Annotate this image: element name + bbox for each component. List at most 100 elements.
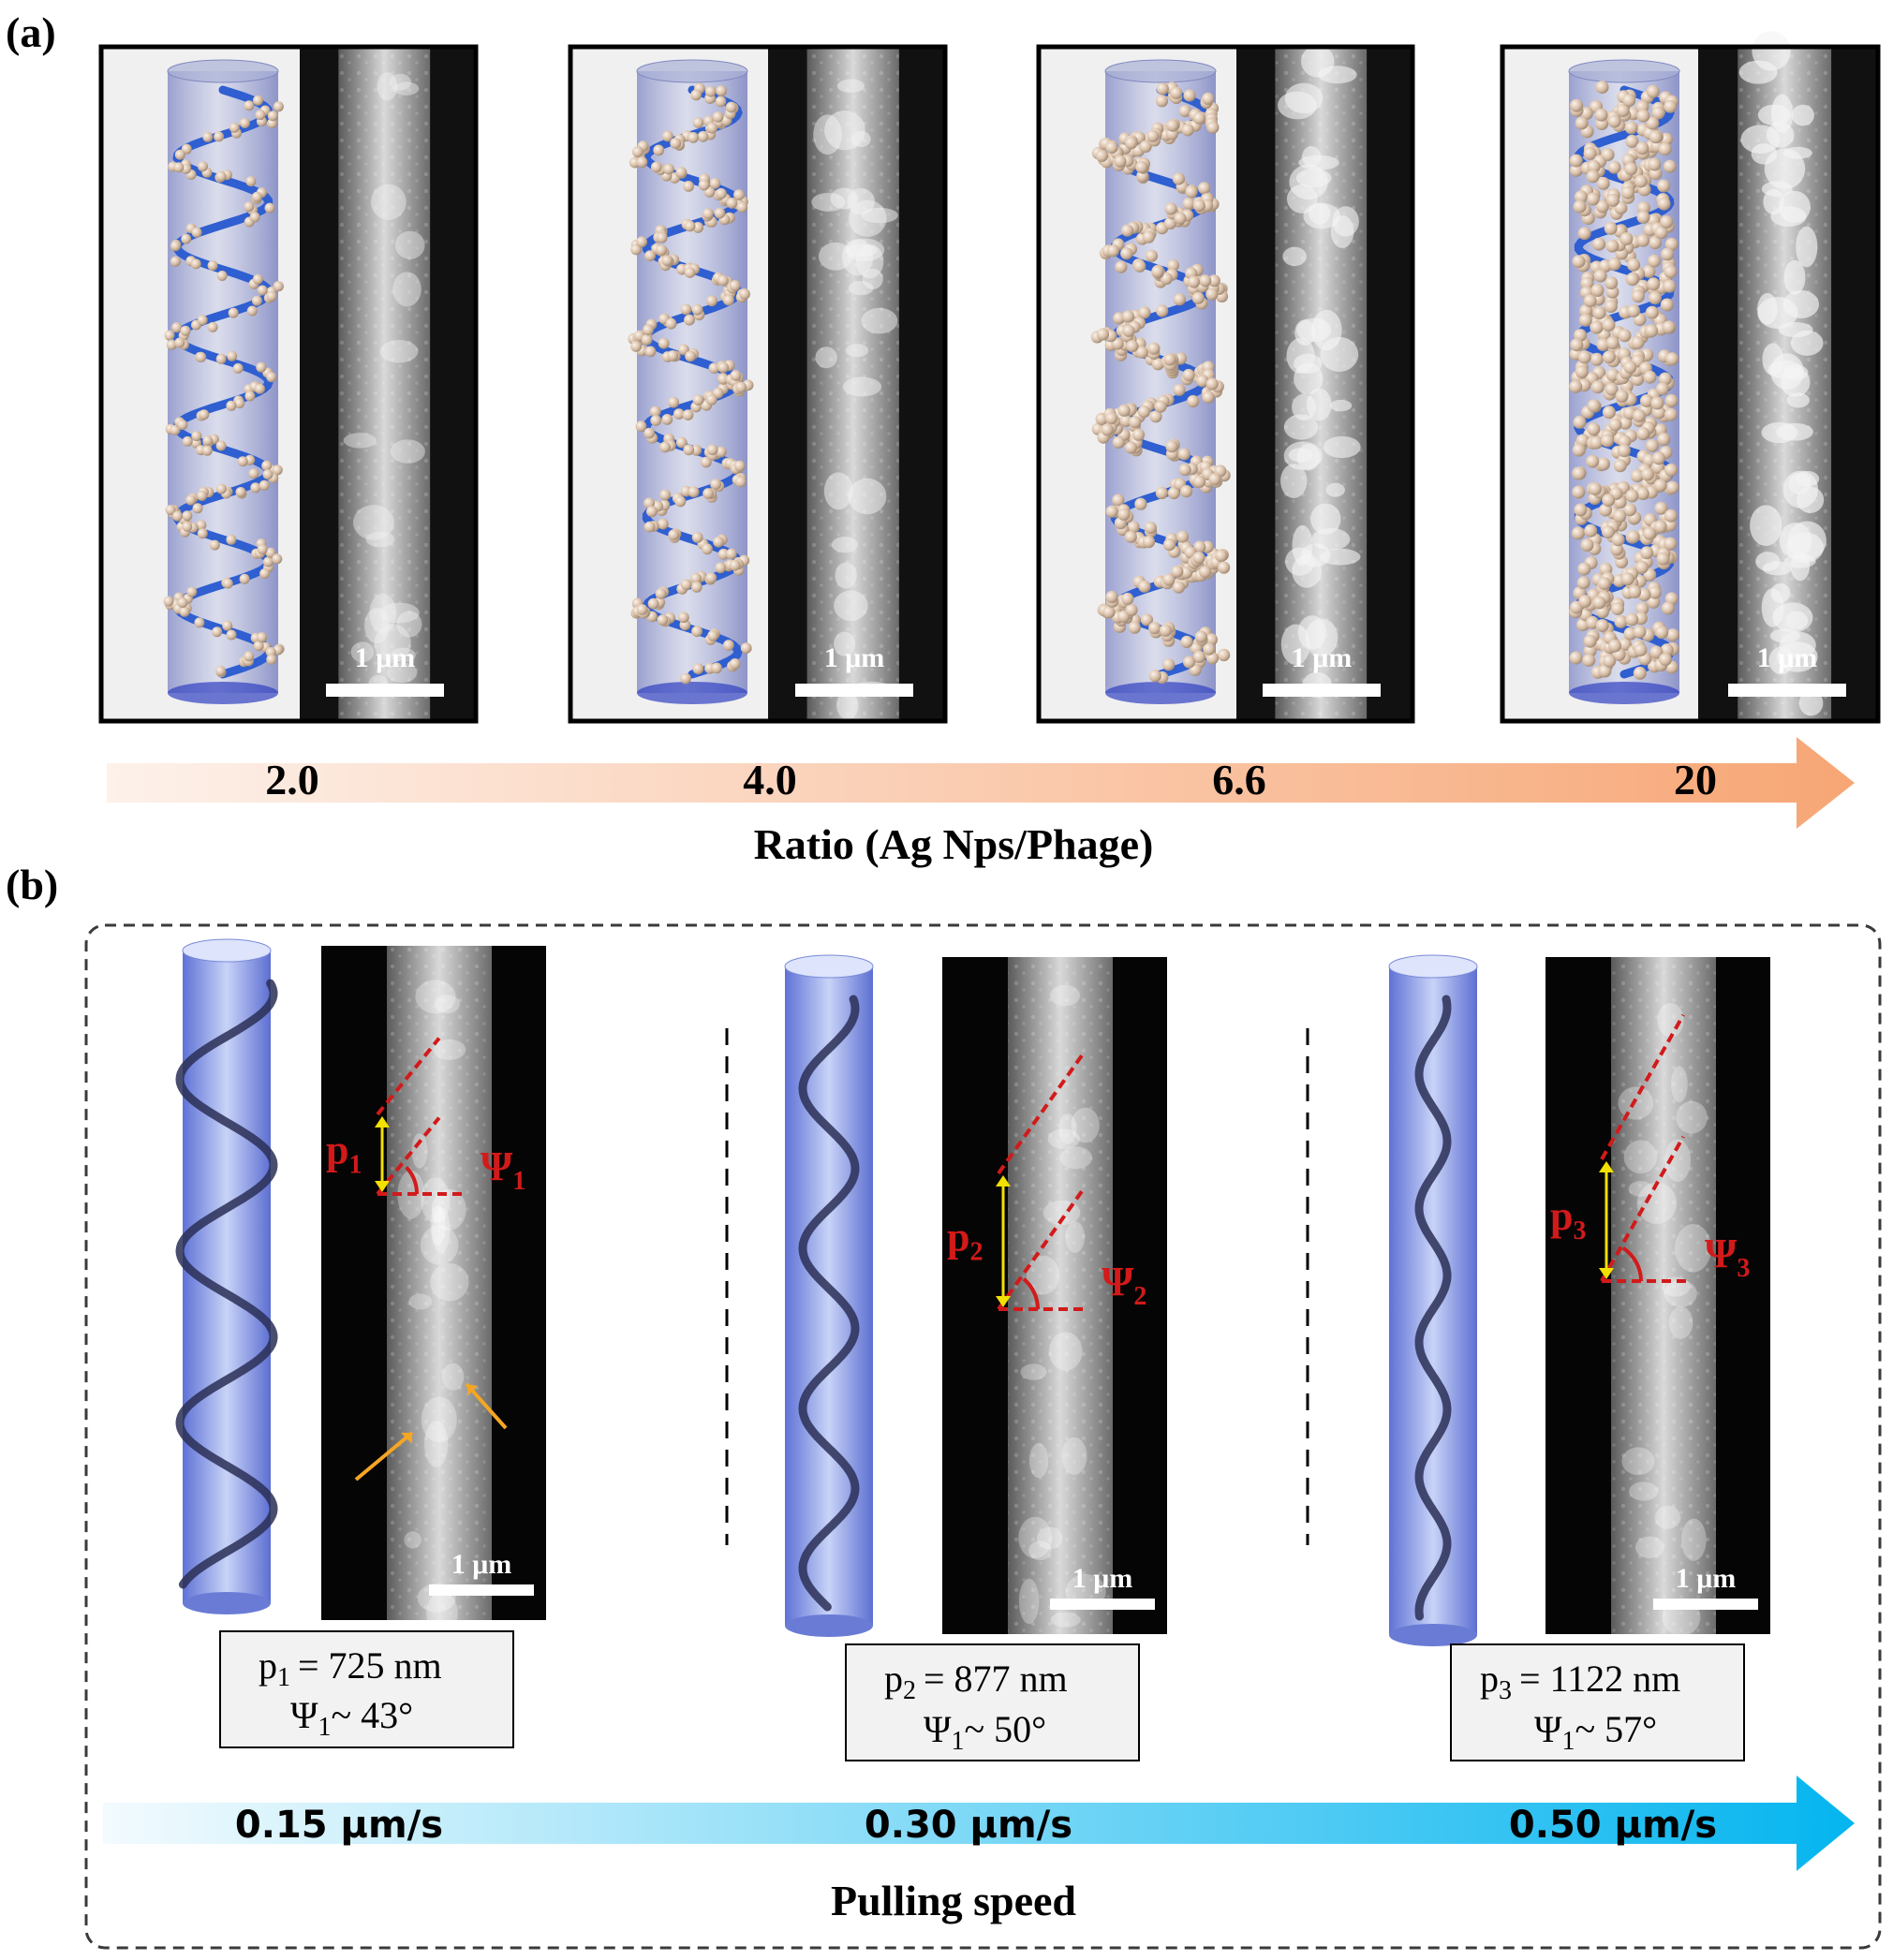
silver-nanoparticle <box>1651 106 1665 120</box>
speed-axis-title: Pulling speed <box>831 1877 1076 1924</box>
silver-nanoparticle <box>702 488 714 499</box>
silver-nanoparticle <box>1114 155 1127 168</box>
silver-nanoparticle <box>177 420 188 431</box>
silver-nanoparticle <box>1137 405 1150 419</box>
silver-nanoparticle <box>1144 521 1157 535</box>
particle-cluster <box>1798 690 1824 716</box>
particle-cluster <box>1058 1113 1077 1144</box>
silver-nanoparticle <box>255 383 265 394</box>
silver-nanoparticle <box>261 460 273 471</box>
silver-nanoparticle <box>649 405 661 418</box>
particle-cluster <box>404 1531 421 1549</box>
silver-nanoparticle <box>197 528 208 539</box>
particle-cluster <box>1018 1516 1053 1559</box>
silver-nanoparticle <box>1646 116 1660 130</box>
silver-nanoparticle <box>257 544 268 555</box>
silver-nanoparticle <box>1623 503 1637 517</box>
panel-frame <box>1500 44 1881 724</box>
particle-cluster <box>364 608 390 644</box>
silver-nanoparticle <box>1635 560 1649 574</box>
silver-nanoparticle <box>1632 409 1646 422</box>
particle-cluster <box>1292 393 1317 420</box>
particle-cluster <box>1757 104 1791 125</box>
particle-cluster <box>836 79 865 93</box>
param-box-1: p1= 725 nm Ψ1~ 43° <box>219 1630 514 1748</box>
tube-bottom <box>1569 682 1679 704</box>
silver-nanoparticle <box>1660 298 1674 312</box>
silver-nanoparticle <box>1595 619 1609 633</box>
silver-nanoparticle <box>1633 666 1647 680</box>
particle-cluster <box>1292 524 1313 566</box>
silver-nanoparticle <box>1571 526 1585 540</box>
silver-nanoparticle <box>191 227 202 238</box>
particle-cluster <box>379 339 419 363</box>
particle-cluster <box>850 130 871 148</box>
silver-nanoparticle <box>1102 606 1116 619</box>
sem-image: 1 μm <box>321 946 546 1635</box>
silver-nanoparticle <box>1641 467 1654 481</box>
particle-cluster <box>434 995 460 1014</box>
silver-nanoparticle <box>653 144 665 156</box>
fiber-texture <box>806 47 899 721</box>
silver-nanoparticle <box>1586 192 1600 206</box>
silver-nanoparticle <box>252 273 263 285</box>
silver-nanoparticle <box>262 556 274 567</box>
silver-nanoparticle <box>658 337 670 349</box>
silver-nanoparticle <box>714 207 726 219</box>
svg-text:Ψ1~ 43°: Ψ1~ 43° <box>290 1694 413 1742</box>
silver-nanoparticle <box>1597 457 1610 471</box>
ratio-axis-title: Ratio (Ag Nps/Phage) <box>754 820 1154 868</box>
silver-nanoparticle <box>1105 590 1118 604</box>
silver-nanoparticle <box>680 672 691 685</box>
silver-nanoparticle <box>1597 577 1611 591</box>
silver-nanoparticle <box>1626 530 1640 544</box>
particle-cluster <box>1028 1442 1049 1479</box>
silver-nanoparticle <box>1624 121 1638 135</box>
particle-cluster <box>1283 414 1319 440</box>
particle-cluster <box>1783 146 1812 159</box>
silver-nanoparticle <box>163 596 174 607</box>
silver-nanoparticle <box>257 632 268 643</box>
silver-nanoparticle <box>1640 546 1654 560</box>
silver-nanoparticle <box>667 350 679 361</box>
particle-cluster <box>1050 1612 1081 1628</box>
silver-nanoparticle <box>723 640 734 651</box>
helical-strand <box>1414 995 1452 1621</box>
scale-bar-label: 1 μm <box>1757 642 1818 673</box>
silver-nanoparticle <box>1661 601 1675 615</box>
silver-nanoparticle <box>1664 407 1678 421</box>
particle-cluster <box>824 111 865 151</box>
silver-nanoparticle <box>1653 479 1667 493</box>
silver-nanoparticle <box>1654 226 1668 240</box>
silver-nanoparticle <box>1593 269 1607 283</box>
particle-cluster <box>861 207 898 224</box>
pitch-arrowhead-top <box>375 1116 390 1127</box>
silver-nanoparticle <box>1582 654 1596 668</box>
silver-nanoparticle <box>630 341 642 352</box>
particle-cluster <box>1065 1221 1086 1253</box>
particle-cluster <box>845 238 885 262</box>
silver-nanoparticle <box>1178 464 1191 477</box>
silver-nanoparticle <box>1173 383 1186 396</box>
silver-nanoparticle <box>1594 108 1608 122</box>
silver-nanoparticle <box>647 597 659 610</box>
silver-nanoparticle <box>1166 119 1179 132</box>
silver-nanoparticle <box>1577 562 1591 576</box>
particle-cluster <box>1296 443 1320 471</box>
silver-nanoparticle <box>1124 441 1137 454</box>
silver-nanoparticle <box>190 258 201 270</box>
particle-cluster <box>432 1207 451 1253</box>
silver-nanoparticle <box>1587 399 1601 413</box>
silver-nanoparticle <box>1625 612 1639 626</box>
silver-nanoparticle <box>1608 418 1622 432</box>
silver-nanoparticle <box>1174 212 1187 225</box>
silver-nanoparticle <box>1112 494 1125 507</box>
particle-cluster <box>369 593 397 634</box>
silver-nanoparticle <box>1602 525 1615 539</box>
particle-cluster <box>1061 1437 1087 1475</box>
silver-nanoparticle <box>1095 149 1108 162</box>
silver-nanoparticle <box>207 260 218 272</box>
silver-nanoparticle <box>1121 224 1134 237</box>
particle-cluster <box>426 1591 458 1635</box>
